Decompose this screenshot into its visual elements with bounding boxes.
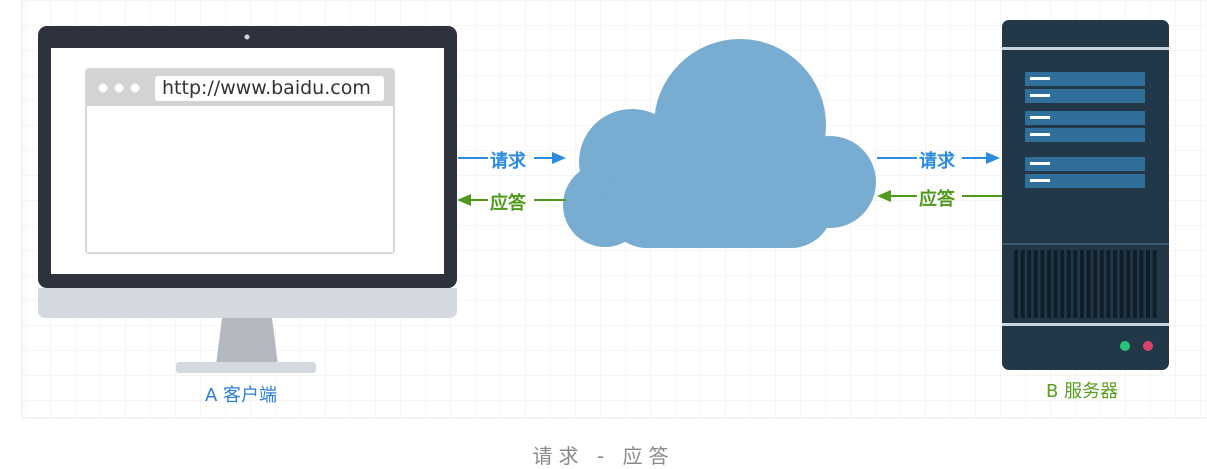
server-led-green <box>1120 341 1130 351</box>
cloud-icon <box>563 39 876 248</box>
server-rack-icon <box>1002 20 1169 370</box>
left-request-label: 请求 <box>490 151 526 172</box>
browser-address-bar: http://www.baidu.com <box>155 76 384 101</box>
diagram-caption: 请求 - 应答 <box>532 444 675 468</box>
browser-dot-1 <box>98 83 108 93</box>
client-label: A 客户端 <box>205 385 278 406</box>
server-vent-slot <box>1014 250 1018 318</box>
server-vent-slot <box>1086 250 1091 318</box>
right-request-arrow <box>877 152 1000 164</box>
server-vent-slot <box>1073 250 1078 318</box>
browser-dot-3 <box>130 83 140 93</box>
left-response-arrow <box>457 194 566 206</box>
left-response-label: 应答 <box>490 193 526 214</box>
server-vent-slot <box>1033 250 1038 318</box>
server-vent-slot <box>1099 250 1104 318</box>
server-vent-slot <box>1040 250 1045 318</box>
server-vent-slot <box>1106 250 1111 318</box>
server-vent-slot <box>1152 250 1157 318</box>
server-vent-slot <box>1047 250 1051 318</box>
server-vent-slot <box>1093 250 1098 318</box>
right-response-arrow <box>877 190 1002 202</box>
browser-dot-2 <box>114 83 124 93</box>
right-request-label: 请求 <box>919 151 955 172</box>
server-vent-slot <box>1066 250 1071 318</box>
server-vent-slot <box>1020 250 1025 318</box>
server-vent-slot <box>1060 250 1065 318</box>
server-vent-slot <box>1139 250 1144 318</box>
server-vent-slot <box>1119 250 1124 318</box>
server-vent-slot <box>1126 250 1131 318</box>
server-vent-slot <box>1027 250 1032 318</box>
server-vents <box>1014 250 1157 318</box>
server-led-red <box>1143 341 1153 351</box>
server-vent-slot <box>1053 250 1058 318</box>
client-server-diagram <box>21 0 1207 419</box>
server-vent-slot <box>1146 250 1150 318</box>
left-request-arrow <box>458 152 566 164</box>
server-vent-slot <box>1113 250 1117 318</box>
server-vent-slot <box>1080 250 1084 318</box>
server-vent-slot <box>1132 250 1137 318</box>
right-response-label: 应答 <box>919 189 955 210</box>
server-label: B 服务器 <box>1046 381 1119 402</box>
